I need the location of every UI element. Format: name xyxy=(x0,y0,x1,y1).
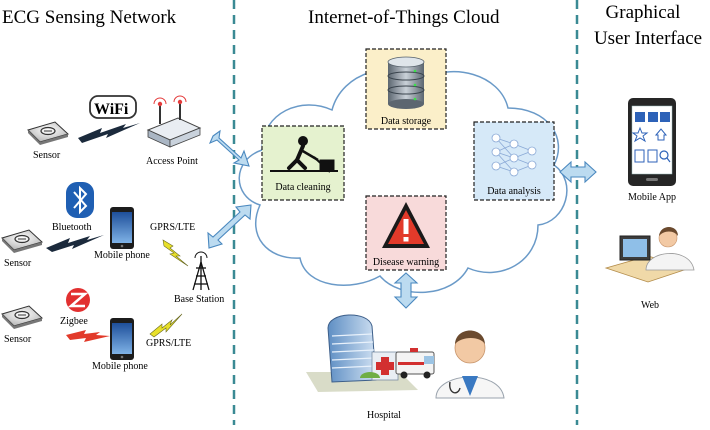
ambulance-icon xyxy=(395,348,435,379)
sensor-icon xyxy=(1,229,43,253)
worker-cleaning-icon xyxy=(270,136,338,173)
sensor-node-2: Sensor xyxy=(1,229,43,269)
zigbee-label: Zigbee xyxy=(60,316,88,327)
sensor-label-1: Sensor xyxy=(33,150,61,161)
arrow-cloud-gui xyxy=(559,160,597,184)
smartphone-icon xyxy=(110,318,134,360)
cell-tower-icon xyxy=(192,251,210,291)
sensor-icon xyxy=(1,305,43,329)
bluetooth-logo xyxy=(66,182,94,218)
web-label: Web xyxy=(641,300,659,311)
connection-arrows xyxy=(207,129,597,309)
data-cleaning-box: Data cleaning xyxy=(261,125,345,201)
wifi-logo-text: WiFi xyxy=(94,101,129,118)
lightning-link-icon xyxy=(78,123,140,143)
gprs-lte-label-2: GPRS/LTE xyxy=(146,338,191,349)
disease-warning-box: Disease warning xyxy=(365,195,447,271)
data-analysis-box: Data analysis xyxy=(473,121,555,201)
zigbee-logo xyxy=(66,288,90,312)
lightning-link-icon xyxy=(149,313,183,338)
hospital-building-icon xyxy=(306,314,418,392)
header-gui-line2: User Interface xyxy=(594,28,702,49)
wifi-logo: WiFi xyxy=(89,95,137,119)
mobile-phone-label-1: Mobile phone xyxy=(94,250,150,261)
smartphone-icon xyxy=(110,207,134,249)
header-gui-line1: Graphical xyxy=(606,2,681,23)
web-user-icon xyxy=(604,227,695,283)
sensor-icon xyxy=(27,121,69,145)
access-point-label: Access Point xyxy=(146,156,198,167)
gprs-lte-label-1: GPRS/LTE xyxy=(150,222,195,233)
hospital-label: Hospital xyxy=(367,410,401,421)
data-analysis-label: Data analysis xyxy=(487,186,541,197)
base-station-label: Base Station xyxy=(174,294,224,305)
database-icon xyxy=(387,56,425,109)
header-ecg-sensing-network: ECG Sensing Network xyxy=(2,7,177,28)
sensor-label-2: Sensor xyxy=(4,258,32,269)
sensor-node-1: Sensor xyxy=(27,121,69,161)
sensor-node-3: Sensor xyxy=(1,305,43,345)
data-storage-label: Data storage xyxy=(381,116,432,127)
arrow-access-point-cloud xyxy=(208,129,250,167)
mobile-phone-label-2: Mobile phone xyxy=(92,361,148,372)
mobile-app-icon xyxy=(628,98,676,186)
sensor-label-3: Sensor xyxy=(4,334,32,345)
neural-network-icon xyxy=(491,133,537,177)
section-dividers xyxy=(232,0,579,425)
doctor-icon xyxy=(435,330,505,399)
data-cleaning-label: Data cleaning xyxy=(275,182,330,193)
bluetooth-label: Bluetooth xyxy=(52,222,91,233)
lightning-link-icon xyxy=(162,239,189,267)
disease-warning-label: Disease warning xyxy=(373,257,439,268)
mobile-app-label: Mobile App xyxy=(628,192,676,203)
lightning-link-icon xyxy=(46,235,104,252)
lightning-link-icon xyxy=(66,330,110,342)
router-icon xyxy=(146,95,202,148)
warning-triangle-icon xyxy=(382,202,430,248)
arrow-base-station-cloud xyxy=(207,204,252,249)
data-storage-box: Data storage xyxy=(365,48,447,130)
header-iot-cloud: Internet-of-Things Cloud xyxy=(308,7,500,28)
arrow-cloud-hospital xyxy=(393,272,419,309)
